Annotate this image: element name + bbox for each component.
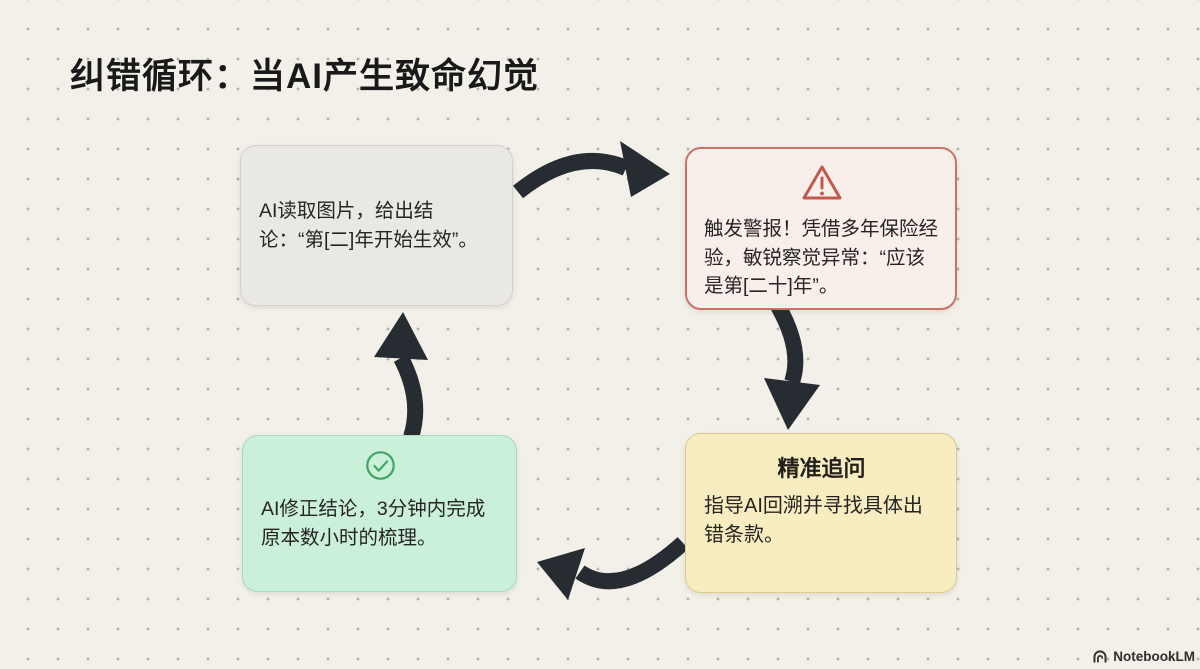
node-ai-conclusion: AI读取图片，给出结论：“第[二]年开始生效”。 [240,145,513,306]
node-precise-followup-title: 精准追问 [777,456,866,481]
node-ai-correction-text: AI修正结论，3分钟内完成原本数小时的梳理。 [261,498,486,549]
node-precise-followup-text: 指导AI回溯并寻找具体出错条款。 [704,495,923,547]
node-ai-conclusion-text: AI读取图片，给出结论：“第[二]年开始生效”。 [259,199,478,251]
page-title: 纠错循环：当AI产生致命幻觉 [70,57,540,96]
check-circle-icon [365,450,396,486]
node-precise-followup: 精准追问 指导AI回溯并寻找具体出错条款。 [685,433,957,593]
arrow-bottom-left-icon [537,537,689,600]
footer-brand: NotebookLM [1092,649,1195,664]
arrow-down-icon [764,302,820,430]
node-ai-correction: AI修正结论，3分钟内完成原本数小时的梳理。 [242,435,517,592]
node-expert-alert: 触发警报！凭借多年保险经验，敏锐察觉异常：“应该是第[二十]年”。 [685,147,957,310]
warning-triangle-icon [799,162,845,208]
node-expert-alert-text: 触发警报！凭借多年保险经验，敏锐察觉异常：“应该是第[二十]年”。 [704,218,939,298]
brand-label: NotebookLM [1113,649,1195,664]
notebooklm-logo-icon [1092,649,1108,664]
arrow-up-icon [374,312,428,440]
arrow-top-right-icon [512,141,670,199]
